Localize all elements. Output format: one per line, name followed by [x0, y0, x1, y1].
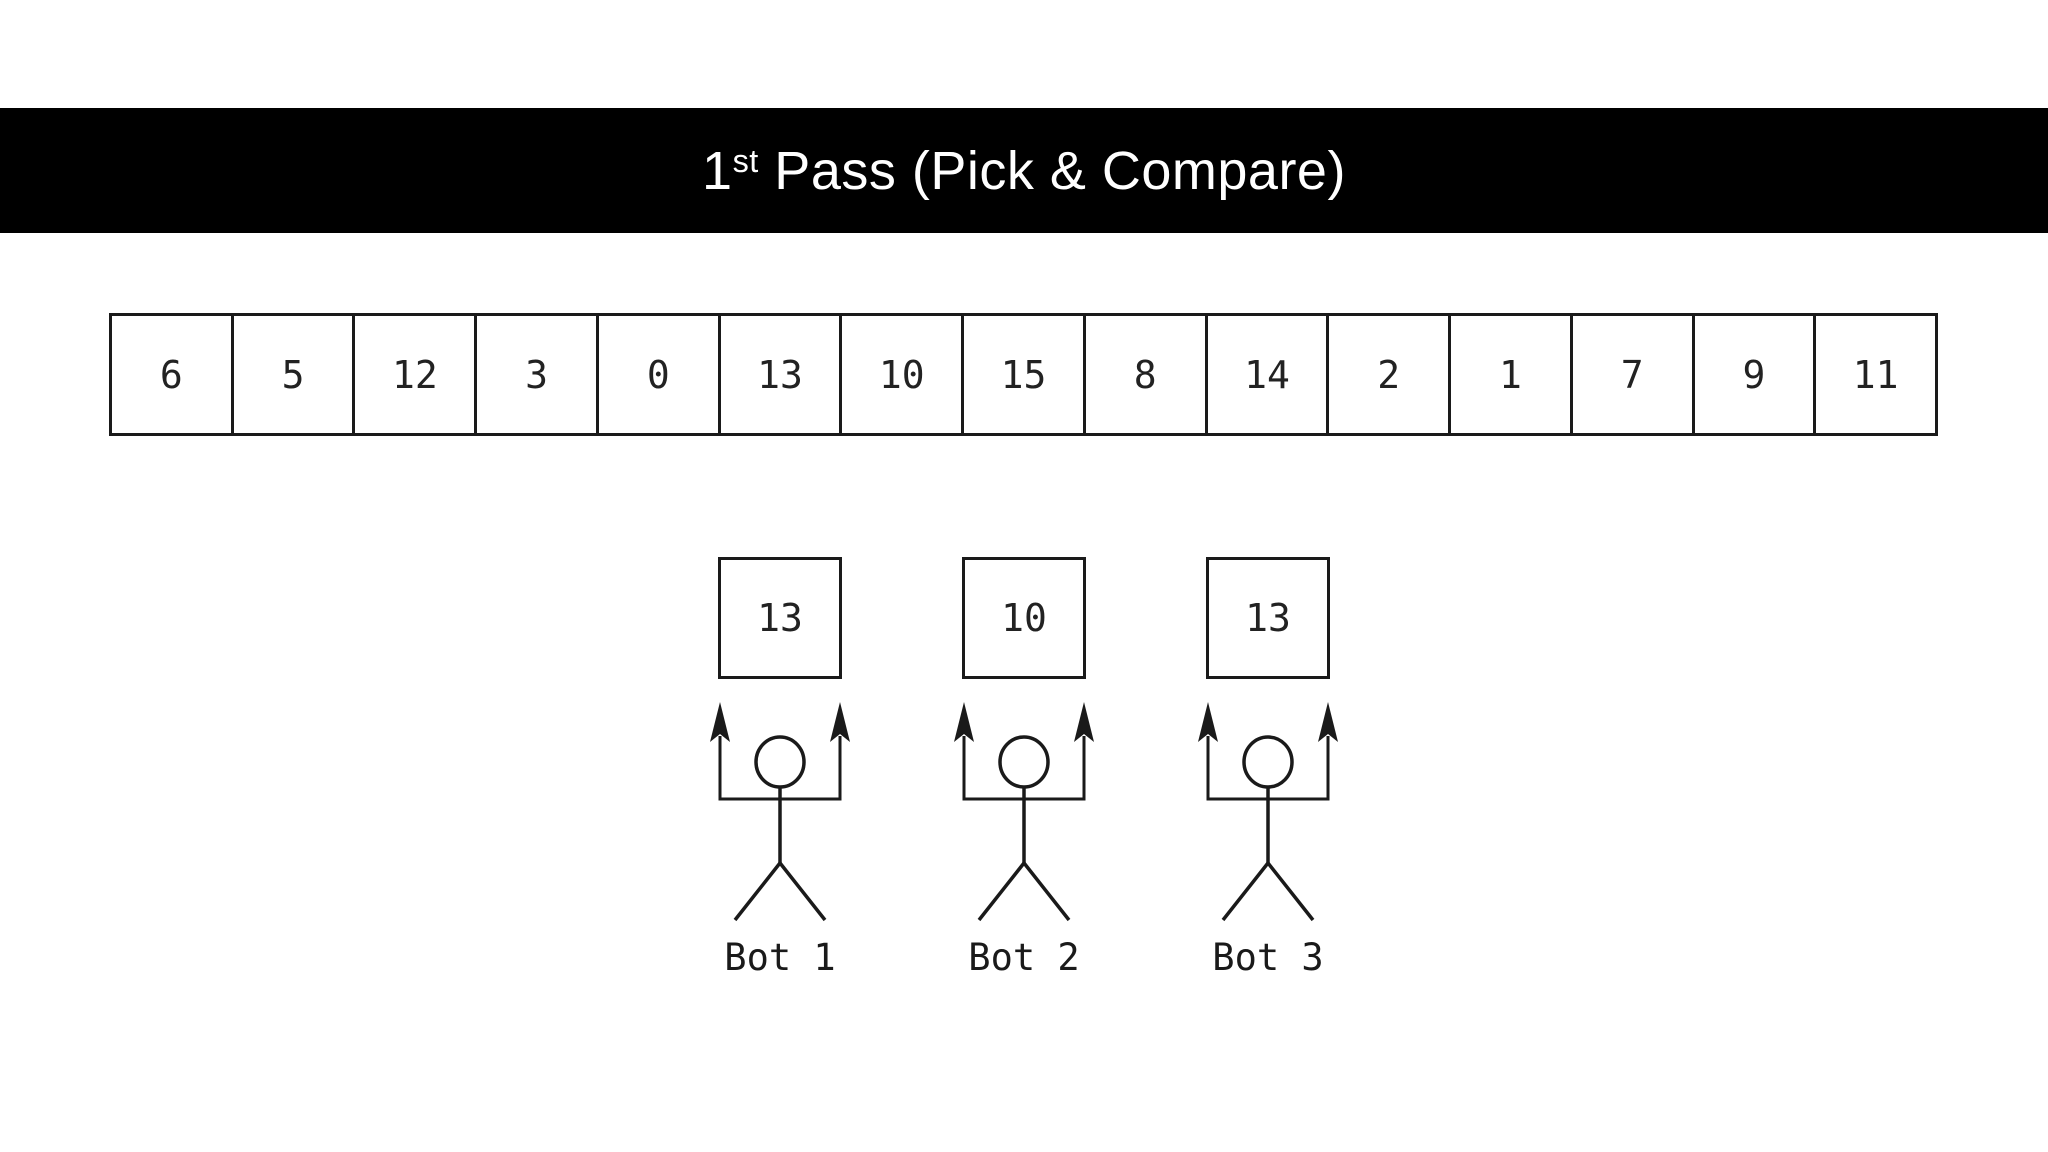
bot-head — [998, 735, 1050, 789]
bot-head — [754, 735, 806, 789]
array-cell: 0 — [595, 316, 718, 433]
bot-label: Bot 1 — [724, 936, 836, 979]
array-cell: 9 — [1691, 316, 1814, 433]
held-value-box: 10 — [962, 557, 1086, 679]
bot-label: Bot 3 — [1212, 936, 1324, 979]
array-cell: 11 — [1813, 316, 1935, 433]
array-cell: 15 — [961, 316, 1083, 433]
array-cell: 8 — [1082, 316, 1205, 433]
page-title: 1st Pass (Pick & Compare) — [702, 140, 1346, 202]
up-arrow-icon — [1074, 702, 1094, 742]
array-cell: 1 — [1448, 316, 1570, 433]
array-cell: 2 — [1326, 316, 1448, 433]
array-cell: 13 — [717, 316, 840, 433]
bot-stick-figure — [1198, 702, 1338, 922]
held-value-box: 13 — [718, 557, 842, 679]
title-ordinal-superscript: st — [732, 143, 759, 180]
bot-legs — [733, 860, 827, 922]
up-arrow-icon — [1318, 702, 1338, 742]
up-arrow-icon — [1198, 702, 1218, 742]
title-number: 1 — [702, 140, 733, 201]
bot-stick-figure — [710, 702, 850, 922]
up-arrow-icon — [954, 702, 974, 742]
number-array: 6 5 12 3 0 13 10 15 8 14 2 1 7 9 11 — [109, 313, 1938, 436]
bot-legs — [977, 860, 1071, 922]
held-value-box: 13 — [1206, 557, 1330, 679]
array-cell: 3 — [474, 316, 596, 433]
array-cell: 7 — [1569, 316, 1692, 433]
bot-label: Bot 2 — [968, 936, 1080, 979]
array-cell: 14 — [1204, 316, 1327, 433]
bot-stick-figure — [954, 702, 1094, 922]
bot-group: 13 Bot 1 — [710, 557, 850, 976]
title-bar: 1st Pass (Pick & Compare) — [0, 108, 2048, 233]
array-cell: 5 — [230, 316, 353, 433]
array-cell: 6 — [159, 352, 183, 397]
bot-group: 13 Bot 3 — [1198, 557, 1338, 976]
bot-legs — [1221, 860, 1315, 922]
array-cell: 10 — [839, 316, 961, 433]
title-rest: Pass (Pick & Compare) — [758, 140, 1346, 201]
array-cell: 12 — [352, 316, 474, 433]
up-arrow-icon — [710, 702, 730, 742]
up-arrow-icon — [830, 702, 850, 742]
bot-group: 10 Bot 2 — [954, 557, 1094, 976]
bot-head — [1242, 735, 1294, 789]
